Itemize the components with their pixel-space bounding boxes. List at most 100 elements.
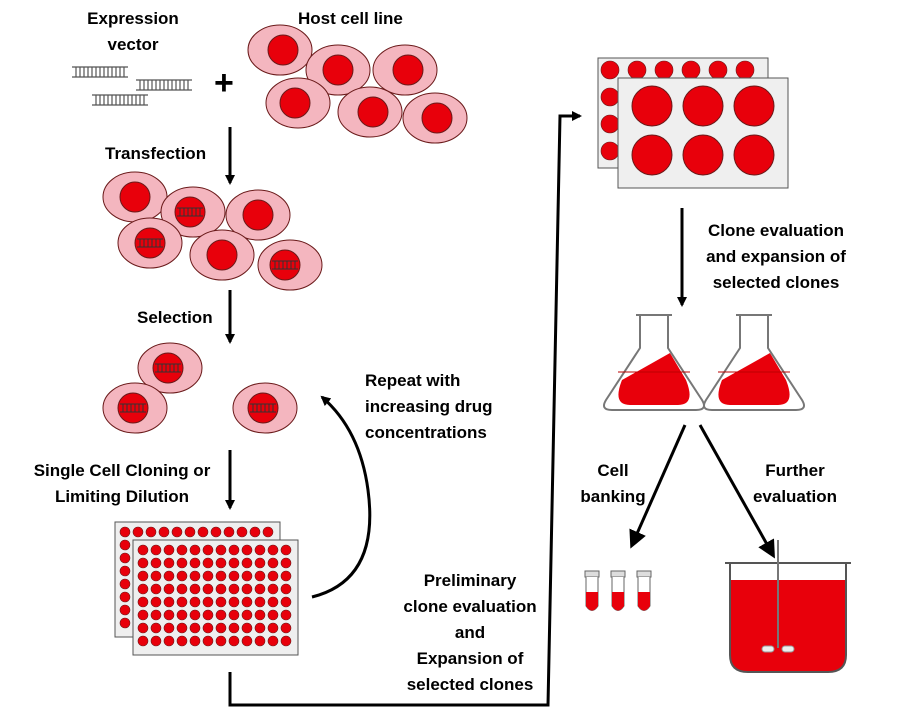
well <box>119 565 131 577</box>
label-line: Cell <box>597 461 629 480</box>
cell-banking-label: Cell banking <box>578 458 648 510</box>
dna-icon <box>72 66 128 78</box>
single-cell-cloning-label: Single Cell Cloning or Limiting Dilution <box>22 458 222 510</box>
well <box>215 570 227 582</box>
selected-cells <box>102 342 298 434</box>
host-cell <box>305 44 371 96</box>
host-cell <box>372 44 438 96</box>
cell <box>189 229 255 281</box>
well <box>228 544 240 556</box>
well <box>267 570 279 582</box>
well <box>189 622 201 634</box>
well <box>280 635 292 647</box>
cell-with-vector <box>160 186 226 238</box>
well <box>158 526 170 538</box>
well <box>682 134 724 176</box>
expression-vector-label: Expression vector <box>68 6 198 58</box>
well <box>631 85 673 127</box>
well <box>682 85 724 127</box>
well <box>137 557 149 569</box>
well <box>176 544 188 556</box>
well <box>223 526 235 538</box>
arrow-cell-banking <box>629 424 687 549</box>
well <box>202 609 214 621</box>
well <box>176 583 188 595</box>
well <box>228 596 240 608</box>
transfection-label: Transfection <box>105 144 207 163</box>
well <box>137 544 149 556</box>
well <box>241 635 253 647</box>
well <box>202 544 214 556</box>
well <box>280 583 292 595</box>
well <box>197 526 209 538</box>
well <box>267 622 279 634</box>
well <box>137 609 149 621</box>
well <box>119 591 131 603</box>
well <box>137 635 149 647</box>
label-line: Clone evaluation <box>707 221 845 240</box>
well <box>189 557 201 569</box>
label-line: vector <box>107 35 159 54</box>
cell <box>102 171 168 223</box>
well <box>241 596 253 608</box>
well <box>241 622 253 634</box>
well <box>189 609 201 621</box>
well <box>150 596 162 608</box>
well <box>600 141 620 161</box>
well <box>215 609 227 621</box>
well <box>150 622 162 634</box>
well-plate-6-front <box>617 77 789 189</box>
transfected-cells <box>102 171 323 291</box>
well <box>267 583 279 595</box>
well <box>254 544 266 556</box>
well <box>215 635 227 647</box>
well <box>184 526 196 538</box>
well <box>137 570 149 582</box>
well <box>600 87 620 107</box>
well <box>163 544 175 556</box>
well <box>215 557 227 569</box>
well <box>119 552 131 564</box>
well <box>267 635 279 647</box>
well <box>228 609 240 621</box>
selection-label: Selection <box>137 308 213 327</box>
well <box>215 544 227 556</box>
well <box>254 635 266 647</box>
well <box>241 583 253 595</box>
well <box>171 526 183 538</box>
well <box>708 60 728 80</box>
cell-with-vector <box>117 217 183 269</box>
label-line: and <box>454 623 486 642</box>
well <box>176 622 188 634</box>
well <box>163 570 175 582</box>
well <box>241 609 253 621</box>
bioreactor-icon <box>725 540 851 673</box>
well <box>267 544 279 556</box>
well <box>631 134 673 176</box>
well <box>202 635 214 647</box>
well <box>163 609 175 621</box>
well <box>163 583 175 595</box>
well <box>150 544 162 556</box>
well <box>163 622 175 634</box>
well <box>280 570 292 582</box>
dna-icon <box>92 94 148 106</box>
well <box>215 622 227 634</box>
well <box>735 60 755 80</box>
label-line: Further <box>765 461 825 480</box>
host-cell <box>337 86 403 138</box>
well <box>137 596 149 608</box>
well <box>228 583 240 595</box>
label-line: selected clones <box>406 675 534 694</box>
well <box>262 526 274 538</box>
well <box>210 526 222 538</box>
cell-with-vector <box>102 382 168 434</box>
repeat-label: Repeat with increasing drug concentratio… <box>365 368 493 446</box>
well <box>176 596 188 608</box>
label-line: Repeat with <box>365 371 461 390</box>
well <box>119 604 131 616</box>
label-line: increasing drug <box>365 397 493 416</box>
well <box>132 526 144 538</box>
well <box>733 134 775 176</box>
